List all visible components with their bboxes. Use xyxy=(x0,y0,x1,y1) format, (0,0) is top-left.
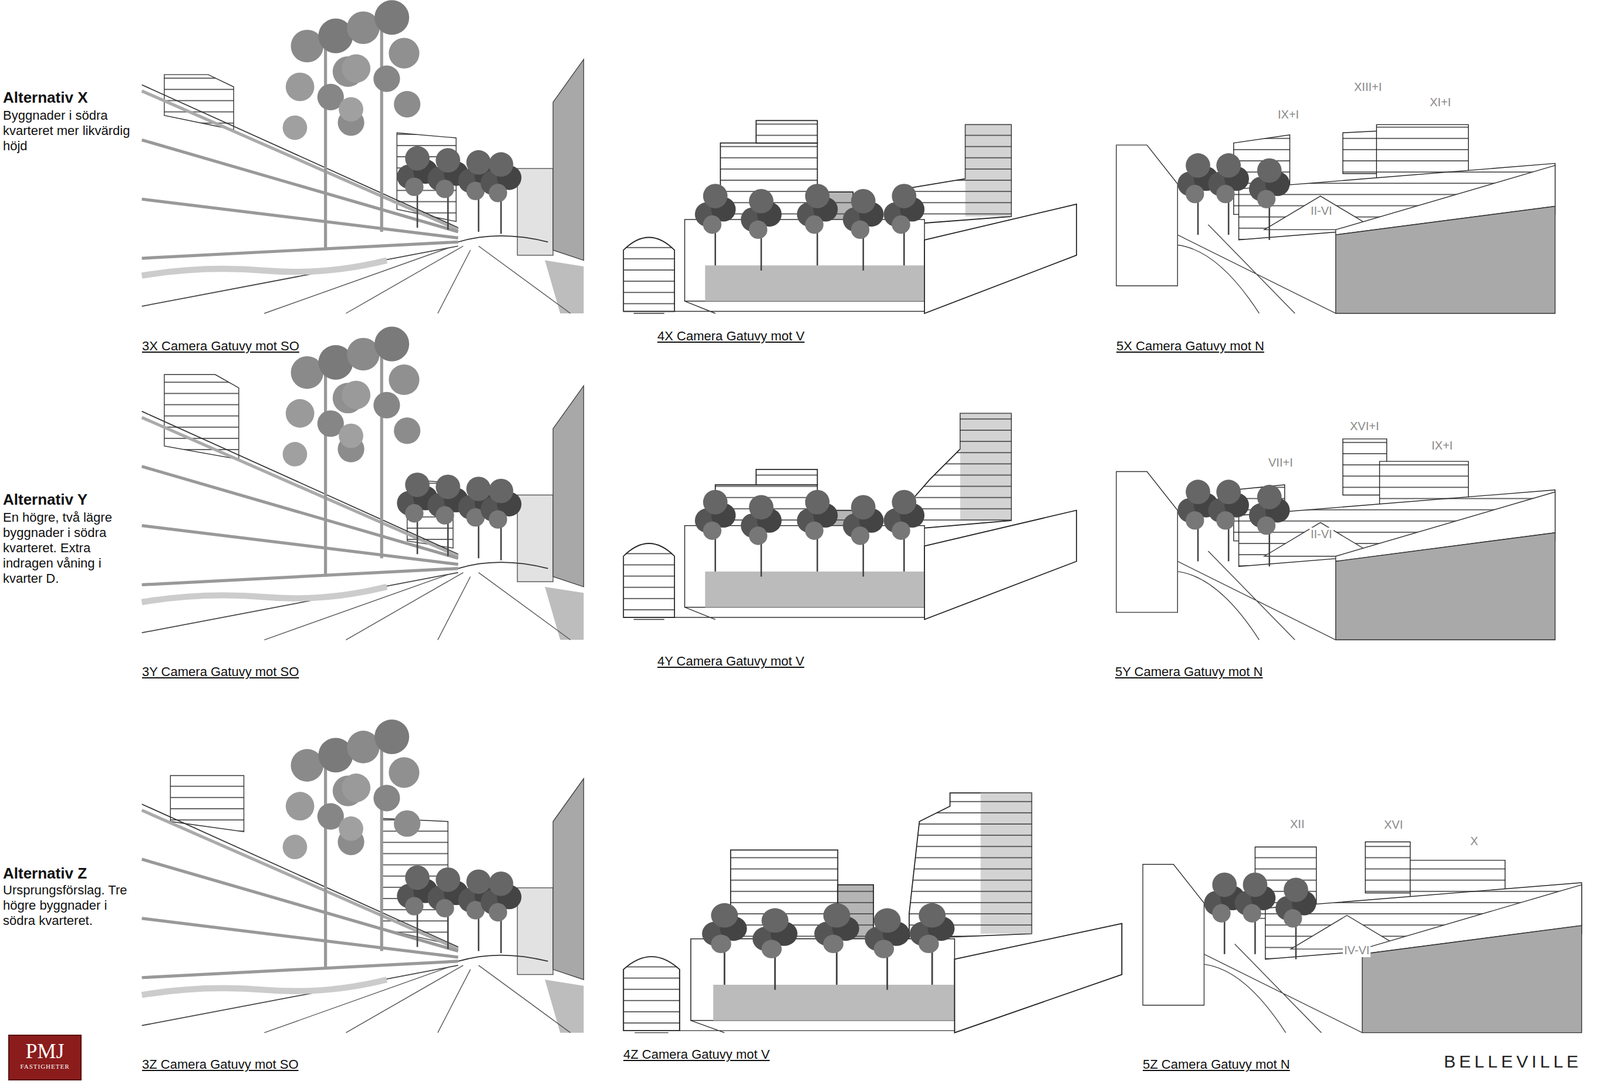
logo-subtext: FASTIGHETER xyxy=(9,1062,81,1070)
view-caption: 3Z Camera Gatuvy mot SO xyxy=(142,1057,299,1073)
alt-heading: Alternativ X xyxy=(2,88,89,107)
brand-name: BELLEVILLE xyxy=(1443,1051,1582,1072)
view-caption: 5X Camera Gatuvy mot N xyxy=(1116,338,1265,354)
alt-description: Ursprungsförslag. Tre högre byggnader i … xyxy=(2,882,137,929)
floor-label: XVI xyxy=(1382,818,1404,832)
alt-description: Byggnader i södra kvarteret mer likvärdi… xyxy=(2,107,137,154)
logo-box: PMJFASTIGHETER xyxy=(8,1034,82,1081)
floor-label: II-VI xyxy=(1309,527,1334,542)
view-caption: 5Y Camera Gatuvy mot N xyxy=(1115,664,1263,680)
view-caption: 5Z Camera Gatuvy mot N xyxy=(1142,1057,1291,1073)
view-caption: 3Y Camera Gatuvy mot SO xyxy=(142,664,299,680)
floor-label: XVI+I xyxy=(1348,419,1380,434)
floor-label: IX+I xyxy=(1276,107,1301,122)
view-caption: 3X Camera Gatuvy mot SO xyxy=(142,338,300,354)
alt-heading: Alternativ Y xyxy=(2,490,88,509)
alt-description: En högre, två lägre byggnader i södra kv… xyxy=(2,510,137,587)
floor-label: VII+I xyxy=(1267,456,1295,470)
view-caption: 4Z Camera Gatuvy mot V xyxy=(623,1047,770,1063)
floor-label: XII xyxy=(1288,817,1306,832)
alt-heading: Alternativ Z xyxy=(2,864,87,883)
floor-label: IX+I xyxy=(1430,439,1454,453)
floor-label: II-VI xyxy=(1309,204,1334,218)
logo-text: PMJ xyxy=(9,1035,81,1063)
floor-label: IV-VI xyxy=(1342,943,1371,958)
floor-label: XIII+I xyxy=(1352,80,1383,94)
view-caption: 4Y Camera Gatuvy mot V xyxy=(657,653,805,670)
floor-label: XI+I xyxy=(1428,95,1453,110)
floor-label: X xyxy=(1469,834,1480,849)
view-caption: 4X Camera Gatuvy mot V xyxy=(657,328,805,344)
